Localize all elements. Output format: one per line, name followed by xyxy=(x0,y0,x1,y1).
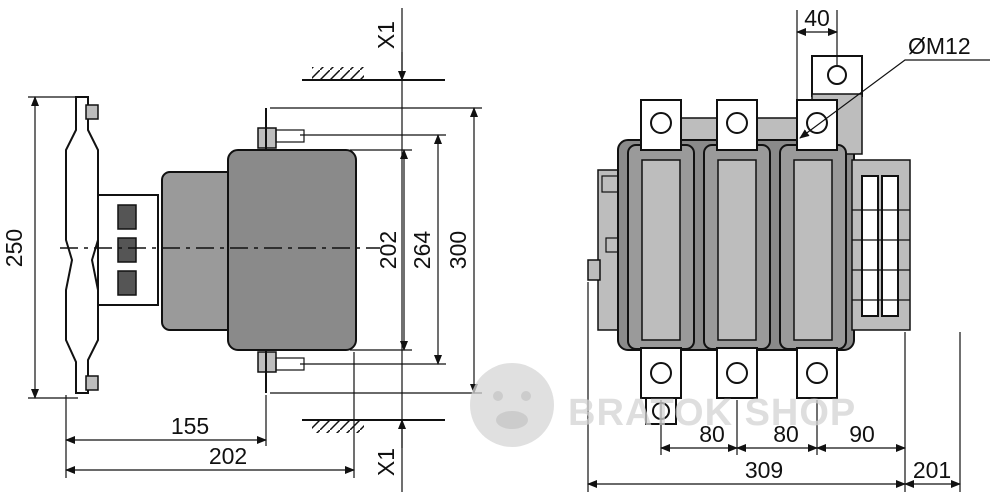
leader-m12 xyxy=(799,59,990,139)
pole-1-bolt-top xyxy=(650,112,672,134)
pole-2-bolt-top xyxy=(726,112,748,134)
pole-3-bolt-top xyxy=(806,112,828,134)
coil-terminal-top xyxy=(117,204,137,230)
dim-label-202-horizontal: 202 xyxy=(209,443,247,469)
dim-label-264: 264 xyxy=(409,231,435,270)
pole-1-bolt-bottom xyxy=(650,362,672,384)
pole-2-terminal-top xyxy=(716,99,758,151)
pole-3-bolt-bottom xyxy=(806,362,828,384)
watermark: BRATOK SHOP xyxy=(470,363,856,447)
watermark-text: BRATOK SHOP xyxy=(568,392,856,434)
dim-label-201: 201 xyxy=(913,457,951,483)
dim-label-m12: ØM12 xyxy=(908,33,971,59)
front-view xyxy=(587,55,911,425)
bracket-clip-top xyxy=(85,104,99,120)
wall-hatch-bottom xyxy=(302,419,445,433)
dim-label-80b: 80 xyxy=(773,421,799,447)
terminal-screw-top xyxy=(275,129,305,143)
dim-label-80a: 80 xyxy=(699,421,725,447)
dim-label-309: 309 xyxy=(745,457,783,483)
coil-terminal-mid xyxy=(117,237,137,263)
dim-label-90: 90 xyxy=(849,421,875,447)
coil-terminal-bottom xyxy=(117,270,137,296)
section-label-x1-bottom: X1 xyxy=(373,448,399,476)
pole-2-bolt-bottom xyxy=(726,362,748,384)
dim-label-155: 155 xyxy=(171,413,209,439)
gorilla-logo-icon xyxy=(470,363,554,447)
bracket-clip-bottom xyxy=(85,375,99,391)
dim-label-250: 250 xyxy=(1,229,27,267)
dim-label-202-vertical: 202 xyxy=(375,231,401,269)
dim-label-300: 300 xyxy=(445,231,471,269)
terminal-screw-bottom xyxy=(275,357,305,371)
side-view xyxy=(60,96,380,394)
contactor-body-side xyxy=(227,149,357,351)
dim-label-40: 40 xyxy=(804,5,830,31)
mounting-bracket xyxy=(65,96,99,394)
wall-hatch-top xyxy=(302,67,445,81)
section-label-x1-top: X1 xyxy=(373,21,399,49)
